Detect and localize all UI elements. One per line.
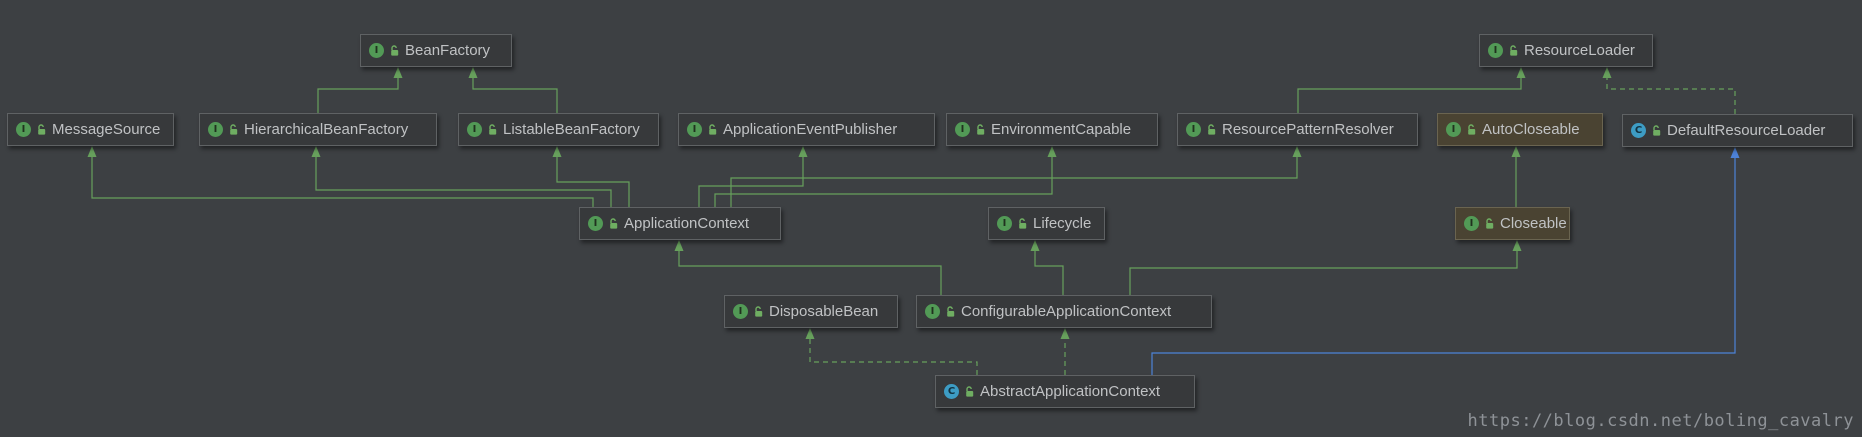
arrowhead-Closeable-AutoCloseable [1511, 146, 1521, 157]
node-label: ResourceLoader [1524, 42, 1635, 59]
node-ListableBeanFactory[interactable]: I ListableBeanFactory [458, 113, 659, 146]
arrowhead-ApplicationContext-MessageSource [87, 146, 97, 157]
node-ConfigurableApplicationContext[interactable]: I ConfigurableApplicationContext [916, 295, 1212, 328]
node-BeanFactory[interactable]: I BeanFactory [360, 34, 512, 67]
interface-icon: I [208, 122, 223, 137]
arrowhead-ApplicationContext-EnvironmentCapable [1047, 146, 1057, 157]
public-unlocked-icon [945, 305, 956, 318]
edge-ConfigurableApplicationContext-Closeable [1129, 251, 1518, 295]
public-unlocked-icon [228, 123, 239, 136]
arrowhead-HierarchicalBeanFactory-BeanFactory [393, 67, 403, 78]
public-unlocked-icon [36, 123, 47, 136]
edge-ApplicationContext-EnvironmentCapable [714, 157, 1053, 207]
node-label: Lifecycle [1033, 215, 1092, 232]
interface-icon: I [687, 122, 702, 137]
node-label: EnvironmentCapable [991, 121, 1132, 138]
node-ResourceLoader[interactable]: I ResourceLoader [1479, 34, 1653, 67]
edge-ApplicationContext-ResourcePatternResolver [730, 157, 1298, 207]
edge-HierarchicalBeanFactory-BeanFactory [317, 78, 399, 113]
node-label: Closeable [1500, 215, 1567, 232]
arrowhead-ApplicationContext-ListableBeanFactory [552, 146, 562, 157]
edge-AbstractApplicationContext-DisposableBean [809, 339, 978, 375]
node-ApplicationEventPublisher[interactable]: I ApplicationEventPublisher [678, 113, 935, 146]
interface-icon: I [925, 304, 940, 319]
node-label: ApplicationContext [624, 215, 750, 232]
public-unlocked-icon [1466, 123, 1477, 136]
edge-DefaultResourceLoader-ResourceLoader [1606, 78, 1736, 114]
interface-icon: I [1186, 122, 1201, 137]
interface-icon: I [997, 216, 1012, 231]
interface-icon: I [369, 43, 384, 58]
arrowhead-ApplicationContext-HierarchicalBeanFactory [311, 146, 321, 157]
edge-AbstractApplicationContext-DefaultResourceLoader [1151, 158, 1736, 375]
arrowhead-AbstractApplicationContext-DisposableBean [805, 328, 815, 339]
node-label: DisposableBean [769, 303, 879, 320]
public-unlocked-icon [707, 123, 718, 136]
node-Lifecycle[interactable]: I Lifecycle [988, 207, 1105, 240]
node-label: ConfigurableApplicationContext [961, 303, 1172, 320]
interface-icon: I [467, 122, 482, 137]
edge-ApplicationContext-ListableBeanFactory [556, 157, 630, 207]
node-Closeable[interactable]: I Closeable [1455, 207, 1570, 240]
node-label: AutoCloseable [1482, 121, 1580, 138]
edge-ConfigurableApplicationContext-Lifecycle [1034, 251, 1064, 295]
interface-icon: I [1464, 216, 1479, 231]
node-AutoCloseable[interactable]: I AutoCloseable [1437, 113, 1603, 146]
node-label: ResourcePatternResolver [1222, 121, 1394, 138]
edge-ListableBeanFactory-BeanFactory [472, 78, 558, 113]
interface-icon: I [955, 122, 970, 137]
arrowhead-DefaultResourceLoader-ResourceLoader [1602, 67, 1612, 78]
public-unlocked-icon [975, 123, 986, 136]
edge-ApplicationContext-MessageSource [91, 157, 594, 207]
public-unlocked-icon [608, 217, 619, 230]
public-unlocked-icon [1206, 123, 1217, 136]
node-EnvironmentCapable[interactable]: I EnvironmentCapable [946, 113, 1158, 146]
node-label: MessageSource [52, 121, 161, 138]
interface-icon: I [588, 216, 603, 231]
arrowhead-AbstractApplicationContext-ConfigurableApplicationContext [1060, 328, 1070, 339]
node-label: ApplicationEventPublisher [723, 121, 898, 138]
public-unlocked-icon [1017, 217, 1028, 230]
node-HierarchicalBeanFactory[interactable]: I HierarchicalBeanFactory [199, 113, 437, 146]
arrowhead-ConfigurableApplicationContext-Closeable [1512, 240, 1522, 251]
node-label: DefaultResourceLoader [1667, 122, 1826, 139]
public-unlocked-icon [753, 305, 764, 318]
arrowhead-ConfigurableApplicationContext-Lifecycle [1030, 240, 1040, 251]
arrowhead-ListableBeanFactory-BeanFactory [468, 67, 478, 78]
arrowhead-ApplicationContext-ApplicationEventPublisher [798, 146, 808, 157]
edge-ResourcePatternResolver-ResourceLoader [1297, 78, 1522, 113]
node-label: HierarchicalBeanFactory [244, 121, 409, 138]
arrowhead-ApplicationContext-ResourcePatternResolver [1292, 146, 1302, 157]
class-icon: C [944, 384, 959, 399]
public-unlocked-icon [487, 123, 498, 136]
node-MessageSource[interactable]: I MessageSource [7, 113, 174, 146]
public-unlocked-icon [964, 385, 975, 398]
node-ApplicationContext[interactable]: I ApplicationContext [579, 207, 781, 240]
edge-ApplicationContext-ApplicationEventPublisher [698, 157, 804, 207]
node-DisposableBean[interactable]: I DisposableBean [724, 295, 898, 328]
public-unlocked-icon [1508, 44, 1519, 57]
node-DefaultResourceLoader[interactable]: C DefaultResourceLoader [1622, 114, 1853, 147]
node-AbstractApplicationContext[interactable]: C AbstractApplicationContext [935, 375, 1195, 408]
node-ResourcePatternResolver[interactable]: I ResourcePatternResolver [1177, 113, 1418, 146]
class-icon: C [1631, 123, 1646, 138]
interface-icon: I [733, 304, 748, 319]
arrowhead-AbstractApplicationContext-DefaultResourceLoader [1730, 147, 1740, 158]
public-unlocked-icon [1484, 217, 1495, 230]
interface-icon: I [16, 122, 31, 137]
node-label: AbstractApplicationContext [980, 383, 1161, 400]
arrowhead-ResourcePatternResolver-ResourceLoader [1516, 67, 1526, 78]
node-label: BeanFactory [405, 42, 491, 59]
watermark-text: https://blog.csdn.net/boling_cavalry [1467, 411, 1854, 431]
public-unlocked-icon [1651, 124, 1662, 137]
node-label: ListableBeanFactory [503, 121, 640, 138]
public-unlocked-icon [389, 44, 400, 57]
arrowhead-ConfigurableApplicationContext-ApplicationContext [674, 240, 684, 251]
interface-icon: I [1488, 43, 1503, 58]
edge-ApplicationContext-HierarchicalBeanFactory [315, 157, 612, 207]
interface-icon: I [1446, 122, 1461, 137]
edge-ConfigurableApplicationContext-ApplicationContext [678, 251, 942, 295]
